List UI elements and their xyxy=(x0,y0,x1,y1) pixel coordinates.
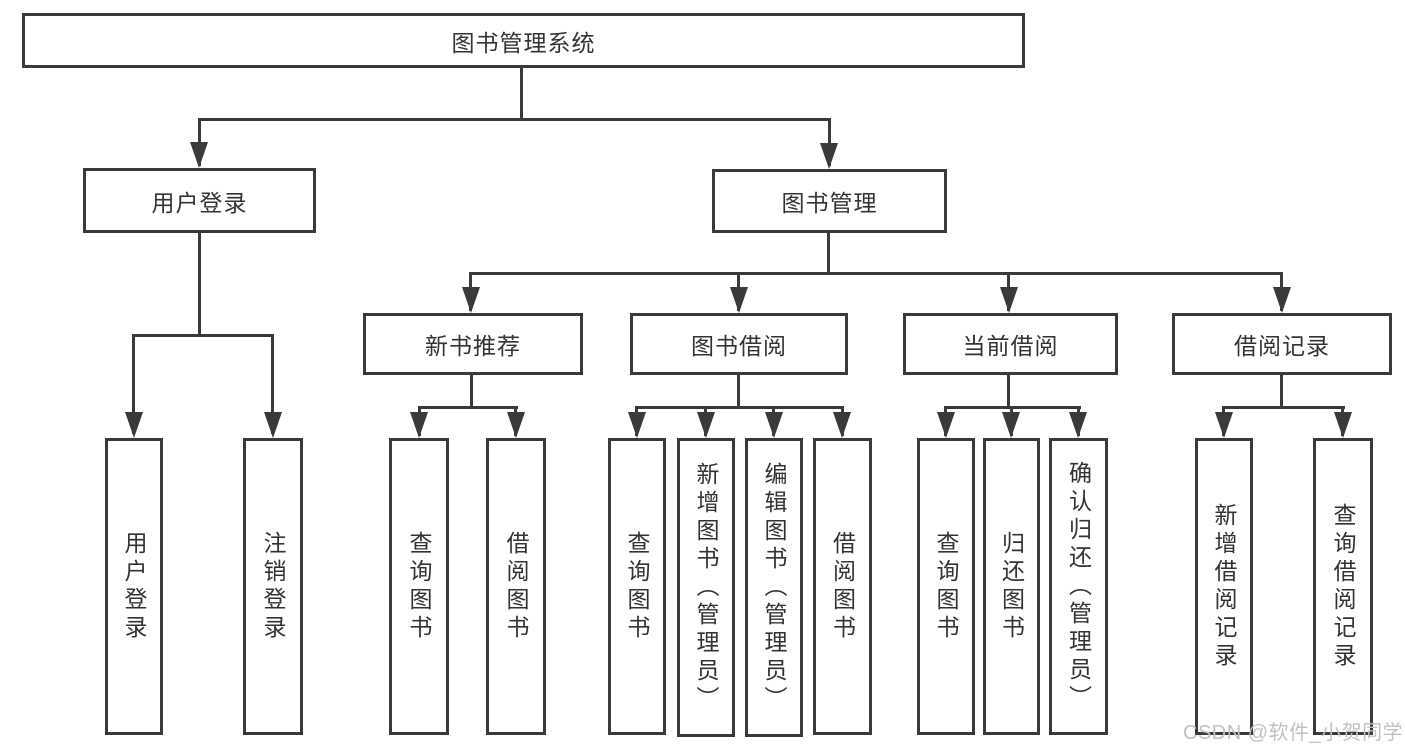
connector-line xyxy=(828,118,831,166)
connector-line xyxy=(1280,375,1283,409)
arrow-down-icon xyxy=(697,412,715,438)
node-label: 用户登录 xyxy=(151,189,248,216)
connector-line xyxy=(198,233,201,337)
leaf-query-borrow-record: 查询借阅记录 xyxy=(1313,438,1373,735)
arrow-down-icon xyxy=(410,412,428,438)
leaf-borrow-books-recommend: 借阅图书 xyxy=(486,438,546,735)
arrow-down-icon xyxy=(1000,287,1018,313)
node-label: 借阅记录 xyxy=(1234,333,1330,359)
leaf-query-books-current: 查询图书 xyxy=(917,438,975,735)
arrow-down-icon xyxy=(765,412,783,438)
connector-line xyxy=(132,334,135,434)
connector-line xyxy=(1007,375,1010,409)
arrow-down-icon xyxy=(264,412,282,438)
connector-line xyxy=(271,334,274,434)
node-book-borrow: 图书借阅 xyxy=(630,313,848,375)
arrow-down-icon xyxy=(1002,412,1020,438)
connector-line xyxy=(418,406,518,409)
node-label: 新增借阅记录 xyxy=(1211,502,1237,671)
leaf-add-borrow-record: 新增借阅记录 xyxy=(1195,438,1253,735)
node-borrow-records: 借阅记录 xyxy=(1172,313,1392,375)
arrow-down-icon xyxy=(628,412,646,438)
node-label: 用户登录 xyxy=(121,530,147,643)
node-book-management: 图书管理 xyxy=(712,169,947,233)
leaf-confirm-return-admin: 确认归还（管理员） xyxy=(1049,438,1108,735)
leaf-add-books-admin: 新增图书（管理员） xyxy=(677,438,735,737)
connector-line xyxy=(827,233,830,275)
arrow-down-icon xyxy=(190,142,208,168)
node-label: 图书借阅 xyxy=(691,333,787,359)
connector-line xyxy=(470,375,473,409)
leaf-logout: 注销登录 xyxy=(243,438,303,735)
arrow-down-icon xyxy=(1215,412,1233,438)
node-new-book-recommend: 新书推荐 xyxy=(363,313,583,375)
node-label: 新增图书（管理员） xyxy=(693,461,719,714)
node-label: 新书推荐 xyxy=(425,333,521,359)
node-label: 归还图书 xyxy=(998,530,1025,643)
arrow-down-icon xyxy=(125,412,143,438)
connector-line xyxy=(635,406,844,409)
node-label: 查询图书 xyxy=(933,530,959,643)
arrow-down-icon xyxy=(937,412,955,438)
node-label: 查询图书 xyxy=(624,530,650,643)
connector-line xyxy=(132,334,274,337)
connector-line xyxy=(1222,406,1345,409)
leaf-query-books-borrow: 查询图书 xyxy=(608,438,666,735)
arrow-down-icon xyxy=(507,412,525,438)
node-label: 借阅图书 xyxy=(829,530,856,643)
node-label: 图书管理 xyxy=(781,190,878,216)
arrow-down-icon xyxy=(1069,412,1087,438)
leaf-return-books: 归还图书 xyxy=(983,438,1040,735)
node-label: 查询图书 xyxy=(406,530,432,643)
leaf-borrow-books: 借阅图书 xyxy=(813,438,872,735)
arrow-down-icon xyxy=(820,143,838,169)
arrow-down-icon xyxy=(462,287,480,313)
node-user-login: 用户登录 xyxy=(83,168,316,233)
leaf-edit-books-admin: 编辑图书（管理员） xyxy=(745,438,803,737)
node-label: 当前借阅 xyxy=(962,333,1059,359)
node-current-borrow: 当前借阅 xyxy=(903,313,1118,375)
arrow-down-icon xyxy=(730,287,748,313)
csdn-watermark: CSDN @软件_小贺同学 xyxy=(1183,722,1404,744)
node-label: 编辑图书（管理员） xyxy=(761,461,787,714)
connector-line xyxy=(520,68,523,121)
node-label: 借阅图书 xyxy=(503,530,529,643)
connector-line xyxy=(469,272,1283,275)
node-label: 查询借阅记录 xyxy=(1330,502,1356,671)
connector-line xyxy=(737,375,740,409)
connector-line xyxy=(198,118,831,121)
node-label: 注销登录 xyxy=(260,530,286,643)
arrow-down-icon xyxy=(1273,287,1291,313)
arrow-down-icon xyxy=(833,412,851,438)
node-label: 图书管理系统 xyxy=(451,29,596,56)
leaf-user-login: 用户登录 xyxy=(105,438,163,735)
node-label: 确认归还（管理员） xyxy=(1065,460,1092,713)
node-root-system: 图书管理系统 xyxy=(22,13,1025,68)
arrow-down-icon xyxy=(1334,412,1352,438)
leaf-query-books-recommend: 查询图书 xyxy=(389,438,449,735)
